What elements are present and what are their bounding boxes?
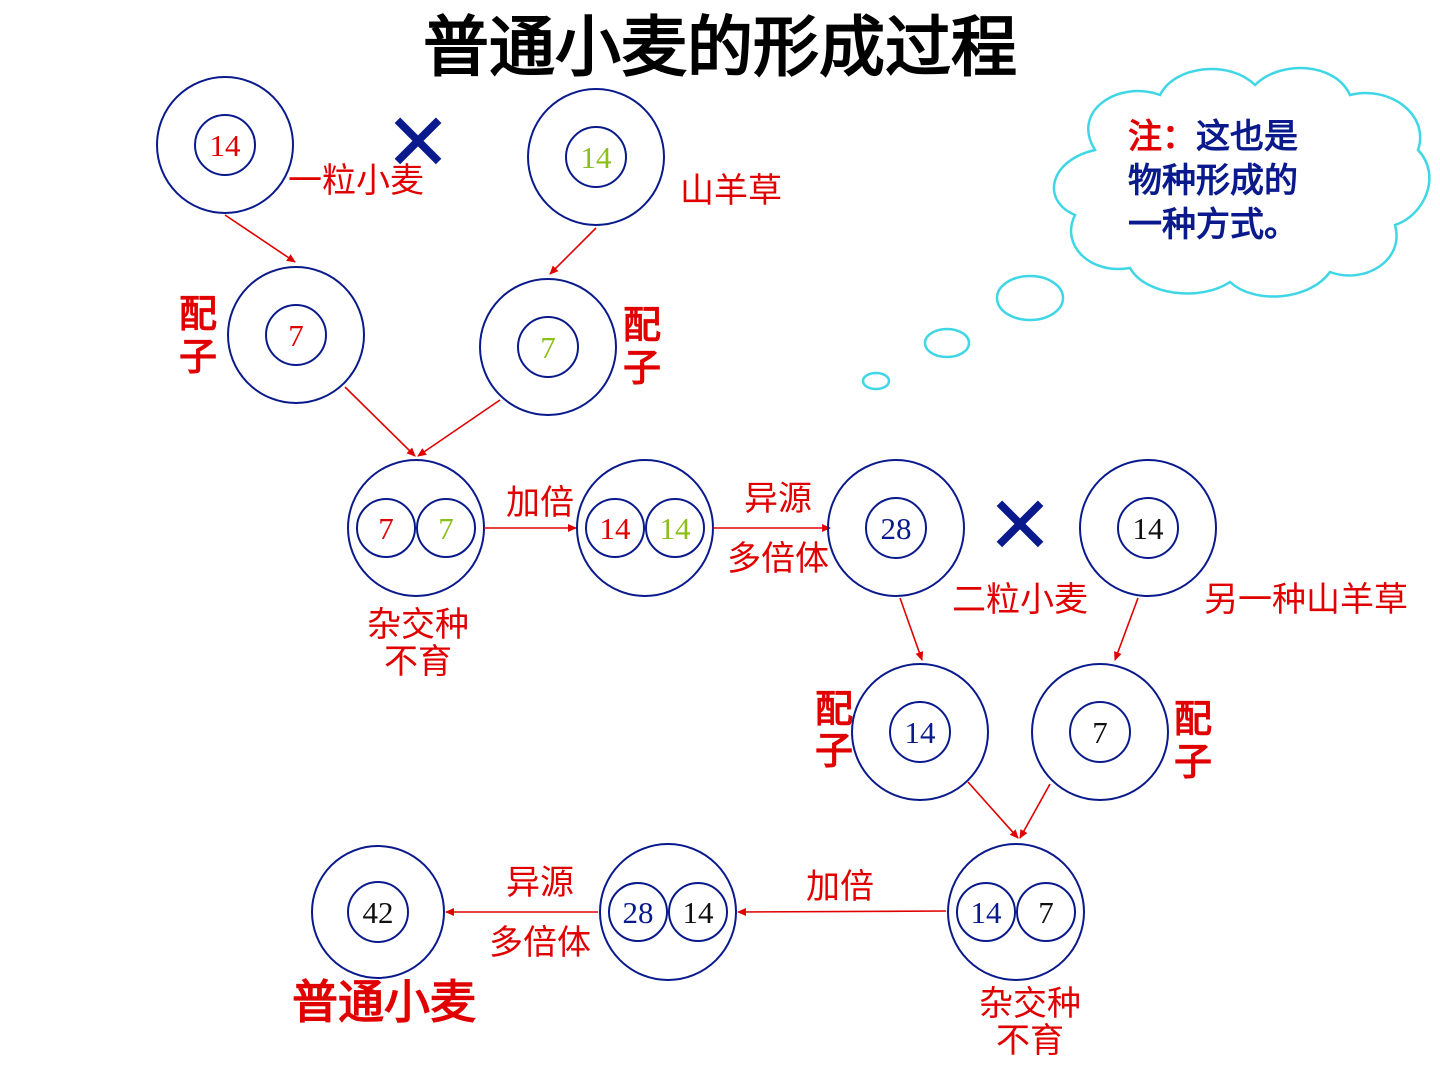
arrow-goatgrass-gamete xyxy=(549,227,597,275)
gamete-goatgrass: 7 xyxy=(479,278,617,416)
gamete-einkorn: 7 xyxy=(227,266,365,404)
parent-emmer-num: 28 xyxy=(881,511,912,546)
arrow-gamete-hybrid-2a xyxy=(967,781,1019,839)
final-num: 42 xyxy=(363,895,394,930)
gamete-label-2b-char1: 配 xyxy=(1174,699,1212,741)
parent-goatgrass-2-num: 14 xyxy=(1133,511,1165,546)
arrow-goatgrass-2-gamete xyxy=(1114,597,1139,661)
cross-icon-2: ✕ xyxy=(986,483,1053,571)
parent-goatgrass-2-label: 另一种山羊草 xyxy=(1204,581,1408,619)
final-label: 普通小麦 xyxy=(292,977,476,1028)
doubled-1: 14 14 xyxy=(576,459,714,597)
gamete-emmer: 14 xyxy=(851,663,989,801)
note-line3: 一种方式。 xyxy=(1128,206,1298,244)
note-text1: 这也是 xyxy=(1196,118,1298,156)
gamete-goatgrass-2: 7 xyxy=(1031,663,1169,801)
gamete-label-1a-char1: 配 xyxy=(179,294,217,336)
poly-label-1a: 异源 xyxy=(744,481,812,518)
parent-goatgrass: 14 xyxy=(527,88,665,226)
note-line1: 注：这也是 xyxy=(1128,118,1298,156)
hybrid-1: 7 7 xyxy=(347,459,485,597)
note-prefix: 注： xyxy=(1128,118,1196,156)
arrow-gamete-hybrid-a xyxy=(344,386,416,457)
doubled-1-num-b: 14 xyxy=(660,511,692,546)
gamete-einkorn-num: 7 xyxy=(288,318,304,353)
parent-goatgrass-num: 14 xyxy=(581,140,613,175)
hybrid-2: 14 7 xyxy=(947,843,1085,981)
hybrid-1-num-a: 7 xyxy=(378,511,394,546)
hybrid-2-label2: 不育 xyxy=(996,1022,1064,1060)
final-common-wheat: 42 xyxy=(311,845,445,979)
poly-label-1b: 多倍体 xyxy=(727,540,829,578)
doubled-1-num-a: 14 xyxy=(600,511,632,546)
gamete-label-2a-char2: 子 xyxy=(815,731,853,773)
parent-goatgrass-2: 14 xyxy=(1079,459,1217,597)
parent-emmer-label: 二粒小麦 xyxy=(952,581,1088,619)
arrow-emmer-gamete xyxy=(899,597,924,661)
gamete-label-1a-char2: 子 xyxy=(179,337,217,379)
note-line2: 物种形成的 xyxy=(1128,162,1298,200)
gamete-goatgrass-2-num: 7 xyxy=(1092,715,1108,750)
doubled-2-num-a: 28 xyxy=(623,895,654,930)
doubled-2-num-b: 14 xyxy=(683,895,715,930)
arrow-gamete-hybrid-b xyxy=(417,399,501,457)
hybrid-1-num-b: 7 xyxy=(438,511,454,546)
poly-label-2a: 异源 xyxy=(506,865,574,902)
poly-label-2b: 多倍体 xyxy=(489,924,591,962)
hybrid-2-num-b: 7 xyxy=(1038,895,1054,930)
gamete-goatgrass-num: 7 xyxy=(540,330,556,365)
cross-icon-1: ✕ xyxy=(384,100,451,188)
parent-einkorn-num: 14 xyxy=(210,128,242,163)
page-title: 普通小麦的形成过程 xyxy=(423,12,1017,85)
parent-goatgrass-label: 山羊草 xyxy=(680,172,782,210)
gamete-label-2b-char2: 子 xyxy=(1174,742,1212,784)
hybrid-1-label1: 杂交种 xyxy=(367,606,469,644)
parent-einkorn: 14 xyxy=(156,76,294,214)
double-label-2: 加倍 xyxy=(806,868,874,906)
gamete-label-1b-char1: 配 xyxy=(623,305,661,347)
double-label-1: 加倍 xyxy=(506,484,574,522)
hybrid-2-label1: 杂交种 xyxy=(979,985,1081,1023)
gamete-label-1b-char2: 子 xyxy=(623,348,661,390)
hybrid-2-num-a: 14 xyxy=(971,895,1003,930)
note-cloud: 注：这也是 物种形成的 一种方式。 xyxy=(861,66,1431,391)
parent-emmer: 28 xyxy=(827,459,965,597)
arrow-gamete-hybrid-2b xyxy=(1019,783,1051,839)
parent-einkorn-label: 一粒小麦 xyxy=(288,162,424,200)
hybrid-1-label2: 不育 xyxy=(384,643,452,681)
gamete-emmer-num: 14 xyxy=(905,715,937,750)
gamete-label-2a-char1: 配 xyxy=(815,689,853,731)
arrow-double-2 xyxy=(737,907,947,916)
arrow-einkorn-gamete xyxy=(224,214,296,263)
doubled-2: 28 14 xyxy=(599,843,737,981)
